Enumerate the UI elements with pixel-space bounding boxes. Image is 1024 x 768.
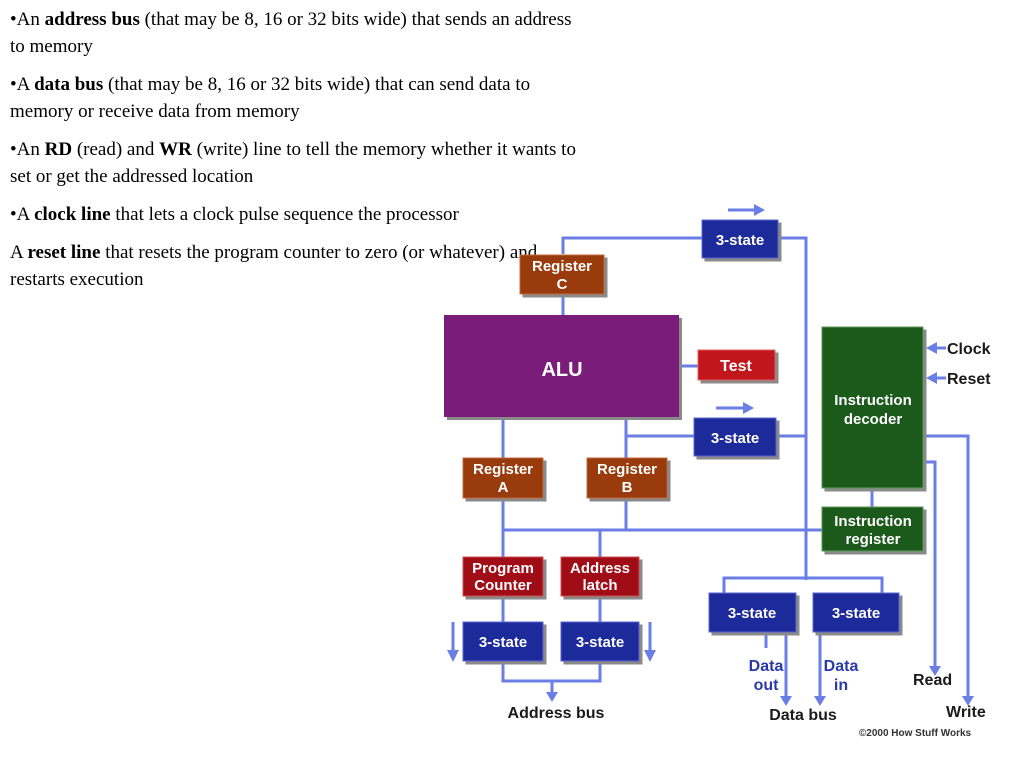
register-c-block [519,254,605,295]
test-label: Test [720,358,752,375]
arrowhead-read [929,666,941,676]
register-a-line1: Register [473,461,533,478]
arrowhead-write [962,696,974,706]
tristate-mid-label: 3-state [711,430,759,447]
arrowhead-clock [926,342,937,354]
clock-label: Clock [947,341,991,358]
bullet-list: •An address bus (that may be 8, 16 or 32… [10,6,590,304]
register-c-line2: C [557,276,568,293]
bullet-reset-line: A reset line that resets the program cou… [10,242,538,290]
alu-block [444,315,679,417]
arrowhead-data-in [814,696,826,706]
tristate-data-in-label: 3-state [832,605,880,622]
alu-label: ALU [541,359,582,381]
instruction-decoder-line1: Instruction [834,392,912,409]
arrowhead-mid-right [743,402,754,414]
arrowhead-side-left [447,650,459,662]
reset-label: Reset [947,371,991,388]
tristate-mid-block [693,417,777,457]
program-counter-block [462,556,544,597]
bullet-address-bus: •An address bus (that may be 8, 16 or 32… [10,9,572,57]
arrowhead-top-right [754,204,765,216]
tristate-data-out-block [708,592,797,633]
instruction-register-line1: Instruction [834,513,912,530]
address-latch-line1: Address [570,560,630,577]
register-a-block [462,457,544,499]
program-counter-line2: Counter [474,577,532,594]
register-b-line1: Register [597,461,657,478]
wire-top-loop [561,236,703,254]
address-latch-line2: latch [582,577,617,594]
bullet-data-bus: •A data bus (that may be 8, 16 or 32 bit… [10,74,531,122]
data-in-line2: in [834,677,848,694]
address-latch-block [560,556,640,597]
register-c-line1: Register [532,258,592,275]
register-b-line2: B [622,479,633,496]
data-in-line1: Data [824,658,859,675]
bullet-rd-wr: •An RD (read) and WR (write) line to tel… [10,139,576,187]
write-label: Write [946,704,986,721]
data-out-line1: Data [749,658,784,675]
instruction-register-block [821,506,924,552]
wire-addrbus-right [552,661,602,683]
register-b-block [586,457,668,499]
register-a-line2: A [498,479,509,496]
instruction-decoder-block [821,326,924,489]
test-block [697,349,776,381]
tristate-pc-block [462,621,544,662]
copyright-label: ©2000 How Stuff Works [859,728,972,739]
arrowhead-reset [926,372,937,384]
instruction-decoder-line2: decoder [844,411,903,428]
wire-write [923,434,970,698]
tristate-latch-label: 3-state [576,634,624,651]
wire-top-right [778,236,808,580]
data-bus-label: Data bus [769,707,837,724]
arrowhead-address-bus [546,692,558,702]
read-label: Read [913,672,952,689]
data-out-line2: out [754,677,780,694]
tristate-data-out-label: 3-state [728,605,776,622]
wire-data-split [722,576,884,593]
tristate-pc-label: 3-state [479,634,527,651]
program-counter-line1: Program [472,560,534,577]
tristate-top-label: 3-state [716,232,764,249]
instruction-register-line2: register [845,531,900,548]
arrowheads [447,204,974,706]
tristate-latch-block [560,621,640,662]
wire-read [923,460,937,668]
arrowhead-side-right [644,650,656,662]
address-bus-label: Address bus [508,705,605,722]
alu-rect [444,315,679,417]
tristate-data-in-block [812,592,900,633]
wire-addrbus-left [501,661,554,694]
arrowhead-data-out [780,696,792,706]
tristate-top-block [701,219,779,259]
bullet-clock-line: •A clock line that lets a clock pulse se… [10,204,459,225]
